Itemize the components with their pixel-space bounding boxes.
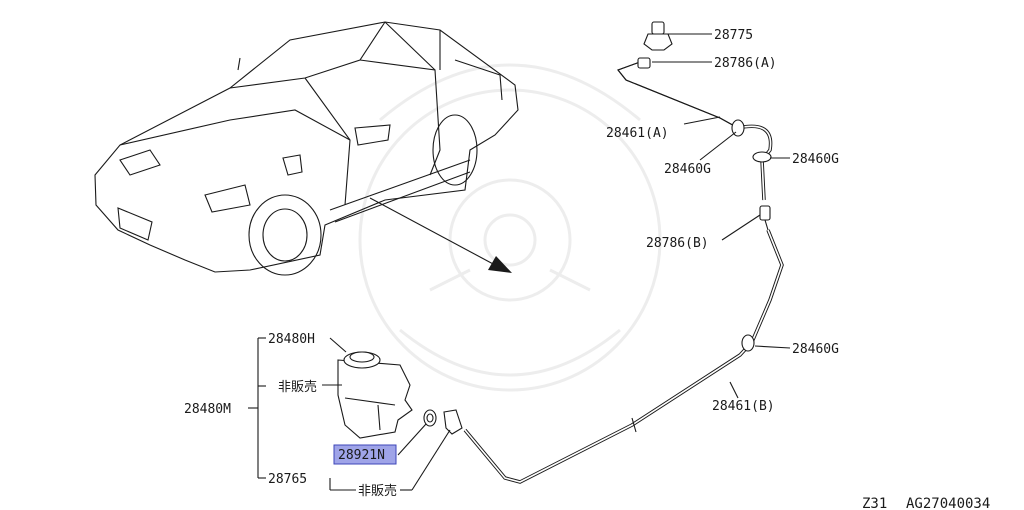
watermark-emblem [358,63,662,392]
selected-part-highlight [333,444,397,465]
label-28775[interactable]: 28775 [714,28,753,43]
washer-hose [463,61,784,484]
car-illustration [94,21,519,276]
pump-outlet [443,409,463,435]
footer: Z31 AG27040034 [862,496,990,510]
label-28786a[interactable]: 28786(A) [714,56,777,71]
location-arrow [369,197,512,273]
label-28460g-1[interactable]: 28460G [664,162,711,177]
label-28460g-3[interactable]: 28460G [792,342,839,357]
label-28921n[interactable]: 28921N [338,448,385,463]
label-not-for-sale-1: 非販売 [278,379,317,395]
label-28461b[interactable]: 28461(B) [712,399,775,414]
grommet [423,409,437,427]
leader-lines [248,33,791,491]
clip-1 [731,119,745,137]
footer-model: Z31 [862,496,887,510]
part-labels: 28775 28786(A) 28461(A) 28460G 28460G 28… [184,28,839,499]
clip-3 [741,334,755,352]
label-28480h[interactable]: 28480H [268,332,315,347]
washer-tank [337,351,413,439]
hose-joint-mark [631,417,637,433]
label-not-for-sale-2: 非販売 [358,483,397,499]
label-28480m[interactable]: 28480M [184,402,231,417]
washer-nozzle [643,21,673,51]
label-28461a[interactable]: 28461(A) [606,126,669,141]
connector-b [759,205,771,231]
label-28765[interactable]: 28765 [268,472,307,487]
label-28460g-2[interactable]: 28460G [792,152,839,167]
clip-2 [752,151,772,163]
connector-a [637,57,651,69]
footer-code: AG27040034 [906,496,990,510]
label-28786b[interactable]: 28786(B) [646,236,709,251]
